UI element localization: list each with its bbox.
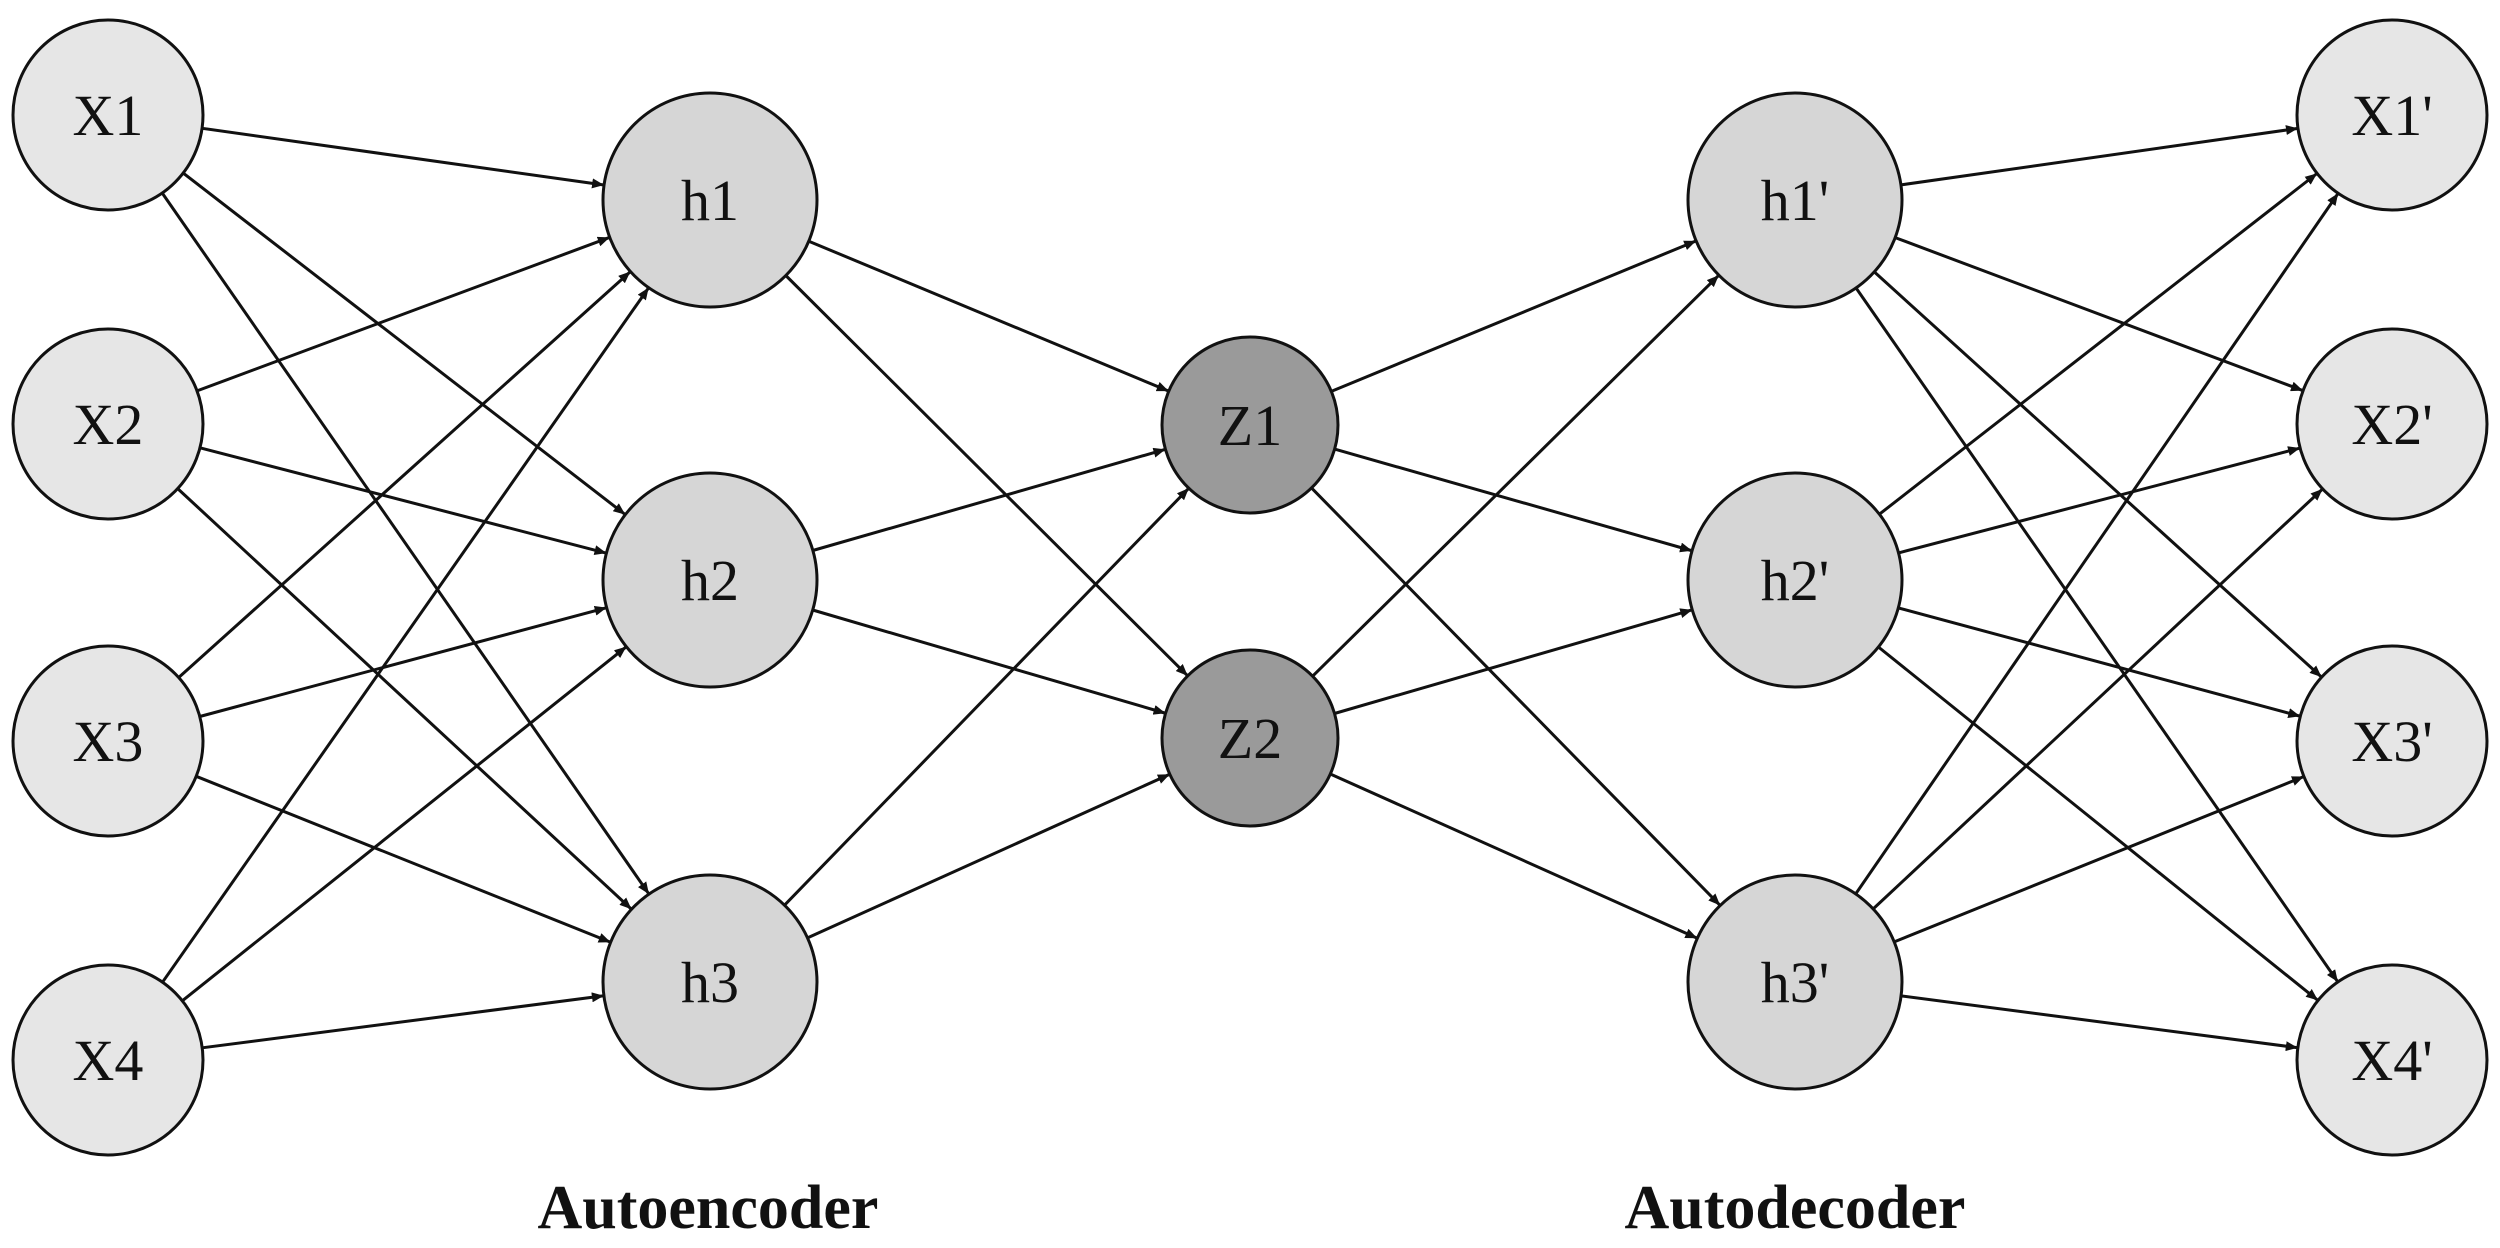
- node-label: h1': [1761, 168, 1829, 233]
- node-circle: [601, 873, 819, 1091]
- node-circle: [601, 91, 819, 309]
- edge-h1-prime-to-x4-prime: [1854, 287, 2339, 982]
- node-circle: [2295, 327, 2489, 521]
- node-circle: [2295, 18, 2489, 212]
- node-circle: [1686, 91, 1904, 309]
- node-h3: h3: [601, 873, 819, 1091]
- node-circle: [11, 18, 205, 212]
- edge-h3-prime-to-x1-prime: [1854, 193, 2339, 895]
- node-x2-prime: X2': [2295, 327, 2489, 521]
- edge-x4-to-h1: [161, 287, 650, 984]
- node-h2: h2: [601, 471, 819, 689]
- node-x4-prime: X4': [2295, 963, 2489, 1157]
- edge-h2-prime-to-x4-prime: [1877, 645, 2319, 1001]
- node-circle: [11, 644, 205, 838]
- node-circle: [1686, 471, 1904, 689]
- edge-h2-to-z2: [812, 608, 1166, 715]
- edge-z2-to-h1-prime: [1311, 274, 1720, 678]
- node-label: h3: [681, 950, 739, 1015]
- edge-h1-prime-to-x3-prime: [1873, 270, 2322, 678]
- edge-h1-prime-to-x1-prime: [1900, 125, 2298, 187]
- node-label: X4: [73, 1028, 144, 1093]
- node-label: Z2: [1218, 706, 1282, 771]
- node-label: X4': [2351, 1028, 2432, 1093]
- edge-x4-to-h3: [202, 992, 604, 1050]
- edge-z1-to-h2-prime: [1334, 447, 1693, 553]
- node-label: X3: [73, 709, 144, 774]
- edge-h1-to-z2: [784, 274, 1189, 677]
- edge-h1-to-z1: [808, 239, 1169, 393]
- node-x4: X4: [11, 963, 205, 1157]
- edge-h2-prime-to-x1-prime: [1878, 172, 2318, 516]
- node-label: Z1: [1218, 393, 1282, 458]
- edge-h3-to-z1: [783, 487, 1190, 907]
- edges-group: [160, 125, 2339, 1052]
- edge-x3-to-h3: [195, 774, 611, 944]
- node-label: X3': [2351, 709, 2432, 774]
- edge-h3-prime-to-x3-prime: [1893, 775, 2304, 944]
- node-x3-prime: X3': [2295, 644, 2489, 838]
- node-h1-prime: h1': [1686, 91, 1904, 309]
- edge-x2-to-h3: [176, 487, 632, 910]
- edge-x1-to-h3: [160, 192, 650, 895]
- edge-x4-to-h2: [181, 646, 627, 1002]
- node-x1: X1: [11, 18, 205, 212]
- edge-x2-to-h2: [199, 446, 607, 555]
- edge-x1-to-h1: [201, 126, 605, 189]
- node-label: X2': [2351, 392, 2432, 457]
- node-circle: [1686, 873, 1904, 1091]
- edge-x2-to-h1: [196, 236, 610, 393]
- edge-h2-to-z1: [812, 447, 1166, 552]
- node-label: X1': [2351, 83, 2432, 148]
- edge-h3-prime-to-x2-prime: [1872, 488, 2323, 910]
- node-circle: [601, 471, 819, 689]
- node-circle: [2295, 963, 2489, 1157]
- node-circle: [1160, 335, 1340, 515]
- decoder-caption: Autodecoder: [1625, 1174, 1966, 1242]
- node-h1: h1: [601, 91, 819, 309]
- node-z1: Z1: [1160, 335, 1340, 515]
- edge-h3-prime-to-x4-prime: [1900, 994, 2298, 1052]
- edge-z1-to-h3-prime: [1310, 486, 1721, 906]
- node-x3: X3: [11, 644, 205, 838]
- edge-x3-to-h2: [199, 605, 607, 718]
- node-z2: Z2: [1160, 648, 1340, 828]
- node-circle: [11, 963, 205, 1157]
- edge-h1-prime-to-x2-prime: [1894, 236, 2304, 392]
- node-label: X2: [73, 392, 144, 457]
- edge-h2-prime-to-x2-prime: [1898, 446, 2301, 555]
- edge-h2-prime-to-x3-prime: [1897, 606, 2301, 718]
- node-x2: X2: [11, 327, 205, 521]
- node-label: X1: [73, 83, 144, 148]
- encoder-caption: Autoencoder: [538, 1174, 879, 1242]
- edge-z2-to-h3-prime: [1329, 772, 1698, 940]
- node-circle: [11, 327, 205, 521]
- node-circle: [1160, 648, 1340, 828]
- node-circle: [2295, 644, 2489, 838]
- edge-h3-to-z2: [806, 773, 1170, 940]
- node-label: h3': [1761, 950, 1829, 1015]
- edge-x3-to-h1: [177, 271, 631, 679]
- node-h3-prime: h3': [1686, 873, 1904, 1091]
- node-h2-prime: h2': [1686, 471, 1904, 689]
- node-label: h2': [1761, 548, 1829, 613]
- node-label: h1: [681, 168, 739, 233]
- edge-z2-to-h2-prime: [1334, 608, 1693, 715]
- edge-x1-to-h2: [182, 171, 626, 516]
- node-label: h2: [681, 548, 739, 613]
- node-x1-prime: X1': [2295, 18, 2489, 212]
- edge-z1-to-h1-prime: [1330, 239, 1697, 393]
